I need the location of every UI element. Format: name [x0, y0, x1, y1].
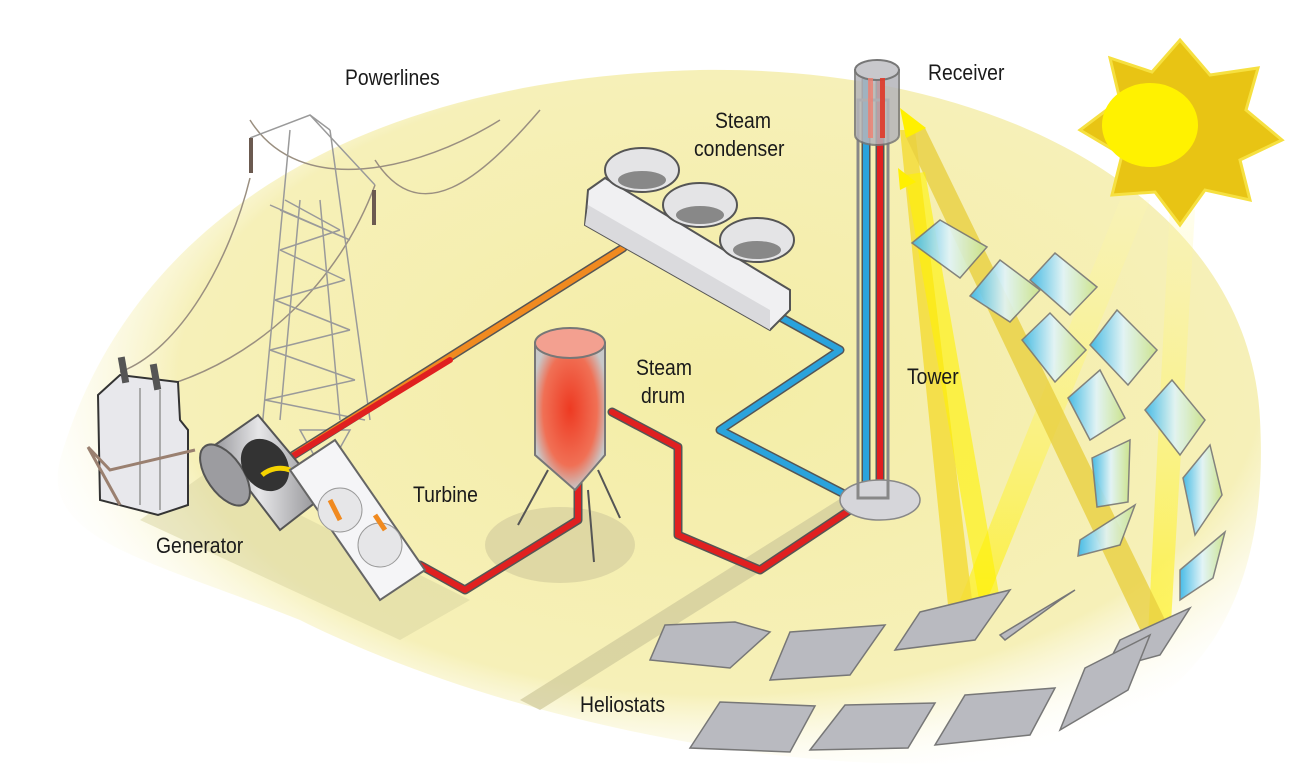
receiver-tower-icon: [854, 59, 900, 146]
label-powerlines: Powerlines: [345, 65, 440, 90]
insulator-left: [249, 138, 253, 173]
beam-arrow-2: [898, 168, 916, 190]
tower-base: [839, 479, 921, 521]
turbine-icon: [288, 438, 427, 602]
generator-shadow: [140, 470, 470, 640]
beam-to-receiver-3: [905, 172, 1000, 605]
label-steam-condenser-1: Steam: [715, 108, 771, 133]
tower-shadow: [520, 480, 890, 710]
powerline-wires: [119, 109, 541, 389]
beam-arrow-1: [900, 108, 926, 138]
steam-drum-icon: [517, 327, 621, 563]
condenser-icon: [583, 147, 795, 332]
label-generator: Generator: [156, 533, 244, 558]
transformer-wire: [86, 445, 196, 506]
heliostats-mirrors: [910, 219, 1227, 602]
label-heliostats: Heliostats: [580, 692, 666, 717]
label-steam-drum-2: drum: [641, 383, 686, 408]
insulator-right: [372, 190, 376, 225]
label-tower: Tower: [907, 364, 959, 389]
heliostats-gray: [648, 588, 1192, 753]
label-steam-condenser-2: condenser: [694, 136, 785, 161]
label-receiver: Receiver: [928, 60, 1005, 85]
transformer-icon: [96, 356, 189, 517]
label-turbine: Turbine: [413, 482, 478, 507]
sun-icon: [1077, 37, 1285, 228]
drum-shadow: [485, 507, 635, 583]
label-steam-drum-1: Steam: [636, 355, 692, 380]
generator-icon: [199, 413, 327, 532]
pipes: [265, 75, 885, 595]
